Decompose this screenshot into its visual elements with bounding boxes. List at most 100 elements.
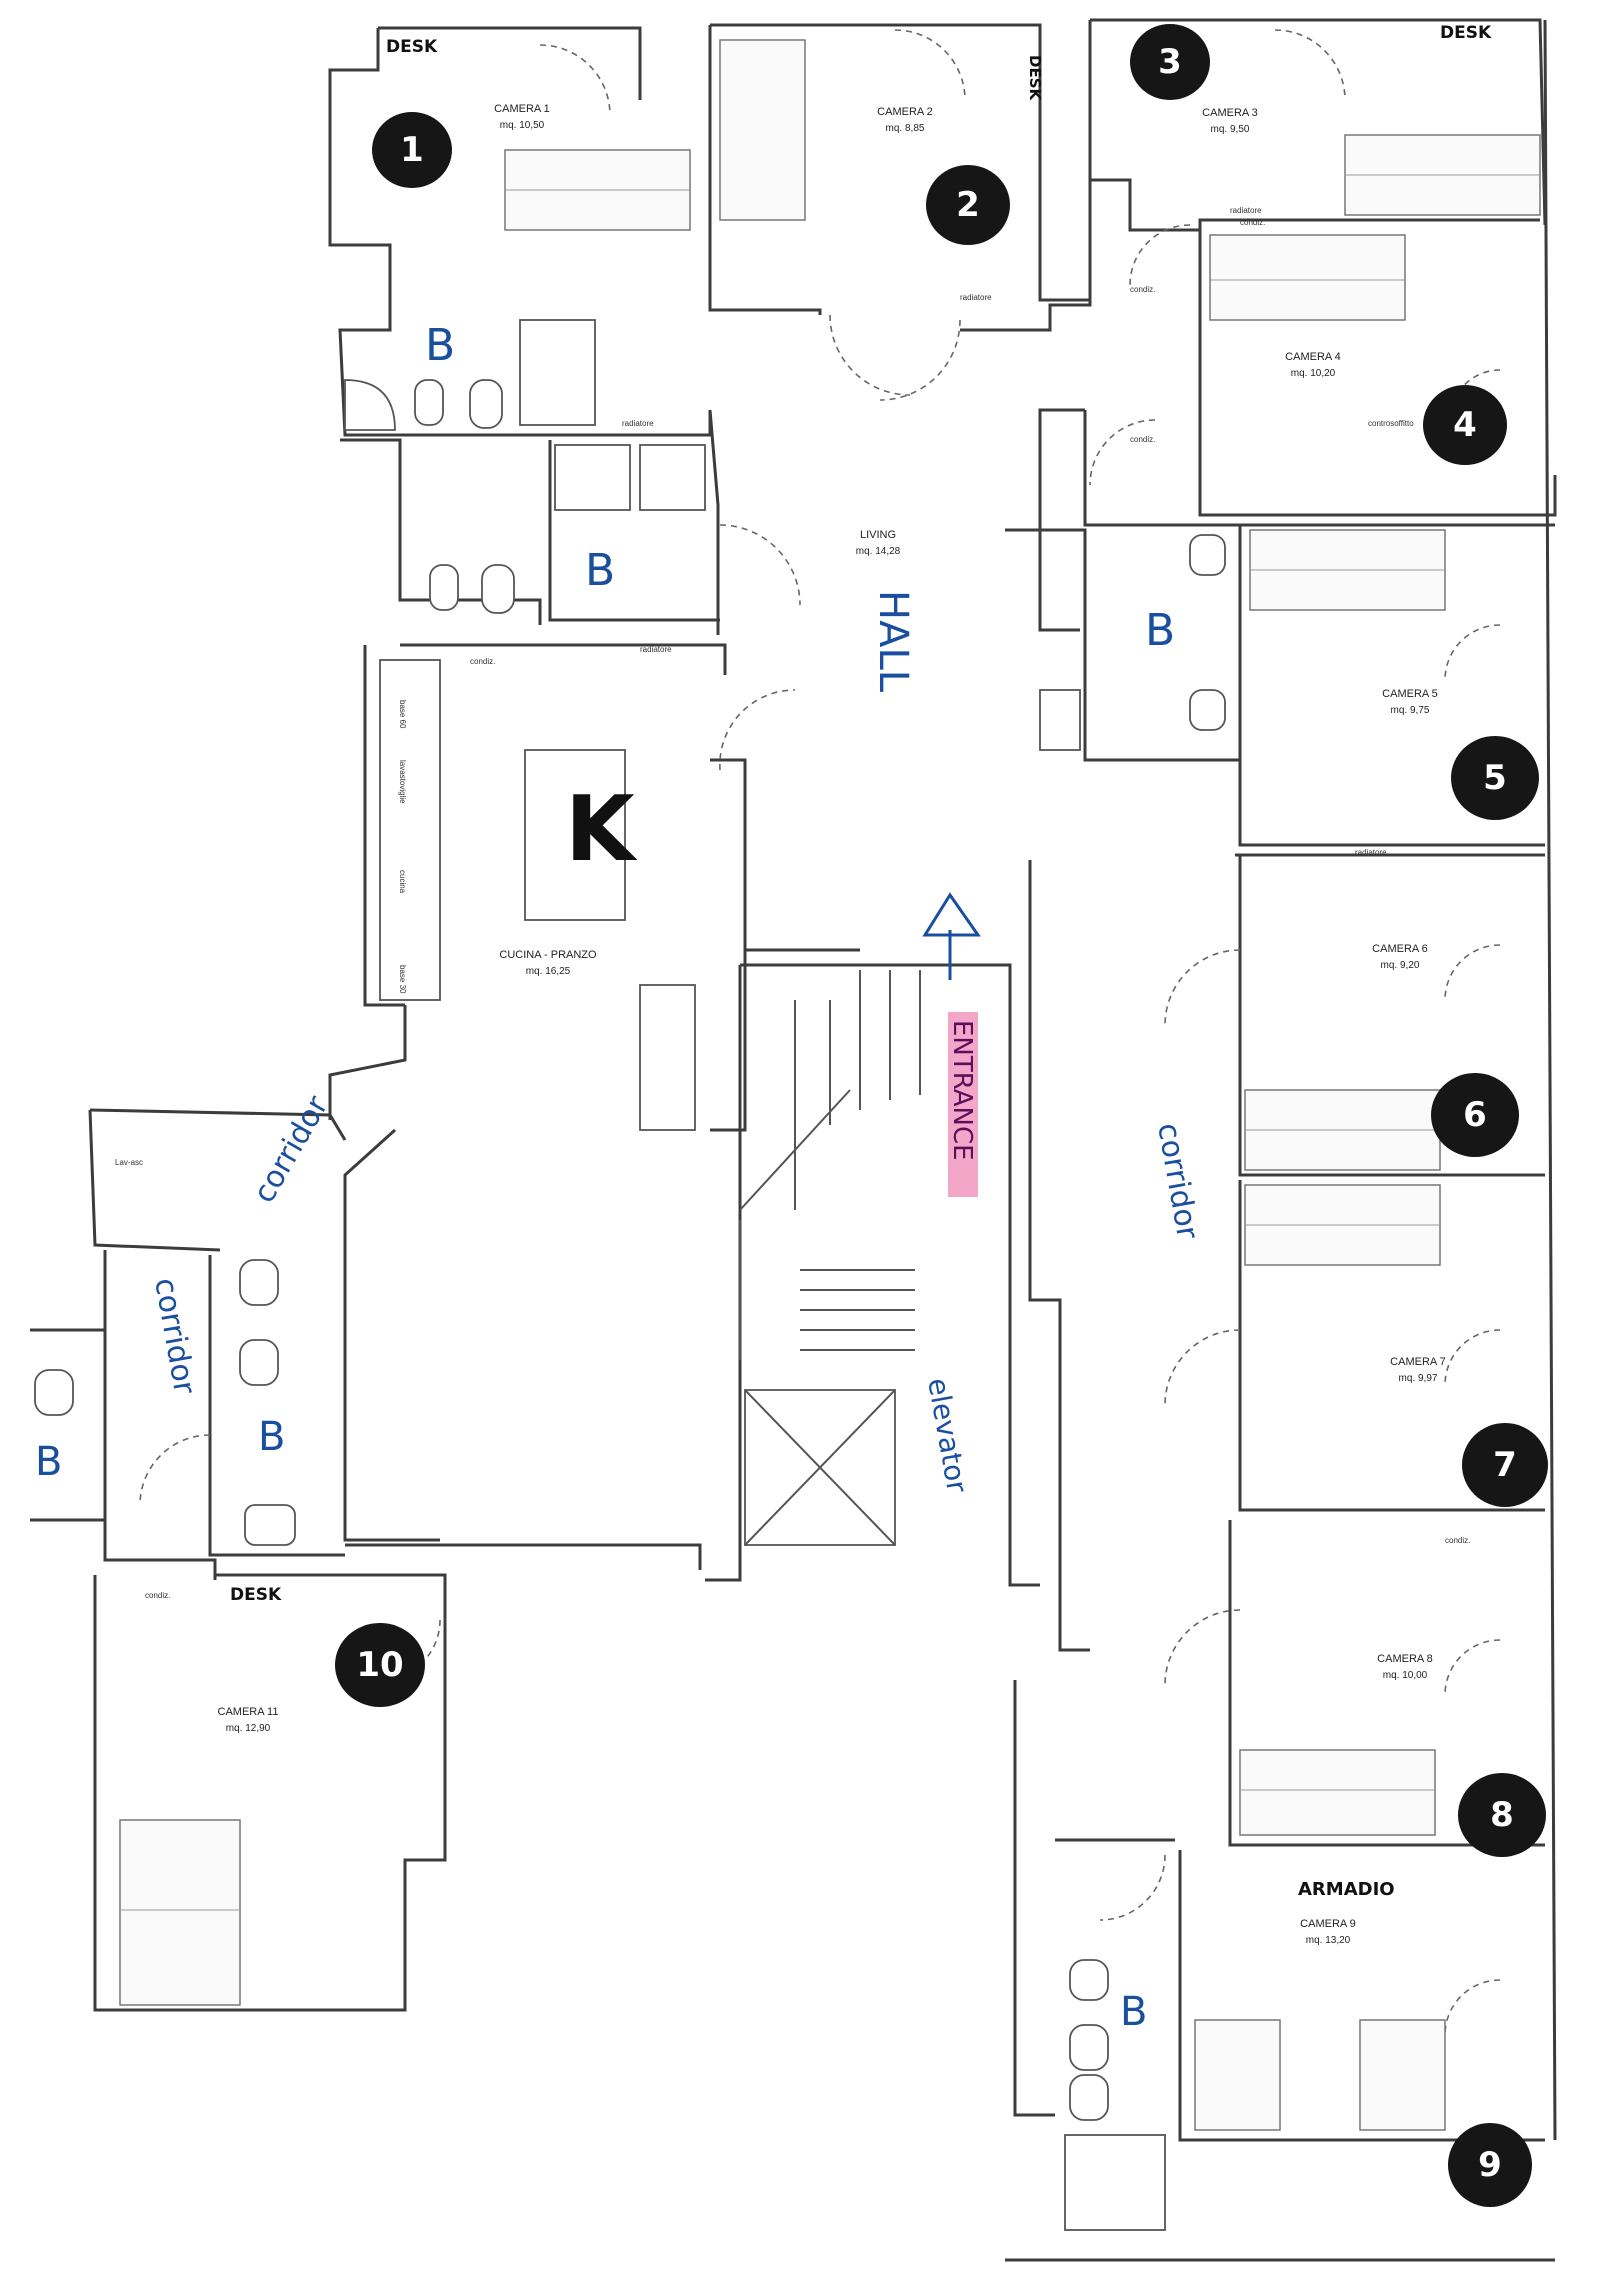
sink xyxy=(244,1504,296,1546)
radiator-label: radiatore xyxy=(640,645,672,654)
room-name-camera-11: CAMERA 11 xyxy=(218,1706,279,1718)
condiz-label: condiz. xyxy=(470,657,495,666)
corridor-note: corridor xyxy=(147,1275,202,1397)
toilet xyxy=(1189,689,1226,731)
room-name-camera-5: CAMERA 5 xyxy=(1382,688,1438,700)
kitchen-counter xyxy=(379,659,441,1001)
room-marker-6: 6 xyxy=(1431,1073,1519,1157)
room-marker-2: 2 xyxy=(926,165,1010,245)
room-area-camera-8: mq. 10,00 xyxy=(1383,1670,1428,1681)
bidet xyxy=(414,379,444,426)
room-marker-5: 5 xyxy=(1451,736,1539,820)
bath-note: B xyxy=(35,1439,62,1485)
svg-text:2: 2 xyxy=(956,185,980,225)
bed-camera-9b xyxy=(1359,2019,1446,2131)
toilet xyxy=(469,379,503,429)
beds xyxy=(119,39,1541,2131)
bath-note: B xyxy=(1120,1989,1147,2035)
entrance-note: ENTRANCE xyxy=(947,1020,977,1161)
condiz-label: condiz. xyxy=(1240,218,1265,227)
bed-camera-4 xyxy=(1209,234,1406,321)
bathtub xyxy=(344,379,396,431)
room-area-camera-6: mq. 9,20 xyxy=(1381,960,1420,971)
room-name-camera-9: CAMERA 9 xyxy=(1300,1918,1356,1930)
room-labels: CAMERA 1 mq. 10,50 CAMERA 2 mq. 8,85 CAM… xyxy=(218,103,1446,1946)
bidet xyxy=(1069,2024,1109,2071)
room-marker-4: 4 xyxy=(1423,385,1507,465)
fixture-labels: radiatore radiatore radiatore radiatore … xyxy=(115,206,1470,1600)
kitchen-fixtures xyxy=(379,659,696,1131)
armadio-note: ARMADIO xyxy=(1298,1879,1395,1900)
shower xyxy=(1039,689,1081,751)
room-marker-10: 10 xyxy=(335,1623,425,1707)
cucina-label: cucina xyxy=(398,870,407,894)
radiator-label: radiatore xyxy=(622,419,654,428)
toilet xyxy=(239,1339,279,1386)
dining-table xyxy=(524,749,626,921)
svg-text:8: 8 xyxy=(1490,1795,1514,1835)
controsoffitto-label: controsoffitto xyxy=(1368,419,1414,428)
svg-text:10: 10 xyxy=(356,1645,403,1685)
bath-note: B xyxy=(1145,605,1175,656)
bath-note: B xyxy=(585,545,615,596)
room-area-camera-9: mq. 13,20 xyxy=(1306,1935,1351,1946)
room-name-camera-6: CAMERA 6 xyxy=(1372,943,1428,955)
radiator-label: radiatore xyxy=(960,293,992,302)
room-area-camera-3: mq. 9,50 xyxy=(1211,124,1250,135)
room-name-camera-2: CAMERA 2 xyxy=(877,106,933,118)
desk-note: DESK xyxy=(1026,55,1044,102)
bed-camera-8 xyxy=(1239,1749,1436,1836)
dining-bench xyxy=(639,984,696,1131)
sink xyxy=(1069,1959,1109,2001)
desk-note: DESK xyxy=(386,37,438,57)
room-name-kitchen: CUCINA - PRANZO xyxy=(499,949,597,961)
bed-camera-11 xyxy=(119,1819,241,2006)
room-area-camera-11: mq. 12,90 xyxy=(226,1723,271,1734)
elevator-note: elevator xyxy=(921,1375,974,1495)
room-area-camera-2: mq. 8,85 xyxy=(886,123,925,134)
stairs-and-elevator xyxy=(739,970,921,1546)
room-area-living: mq. 14,28 xyxy=(856,546,901,557)
toilet xyxy=(1069,2074,1109,2121)
room-marker-8: 8 xyxy=(1458,1773,1546,1857)
corridor-note: corridor xyxy=(1150,1120,1205,1242)
shower xyxy=(519,319,596,426)
shower xyxy=(1064,2134,1166,2231)
room-area-camera-1: mq. 10,50 xyxy=(500,120,545,131)
bathroom-fixtures xyxy=(34,319,1226,2231)
room-marker-9: 9 xyxy=(1448,2123,1532,2207)
room-markers: 1 2 3 4 5 6 7 8 9 10 xyxy=(335,24,1548,2207)
svg-text:9: 9 xyxy=(1478,2145,1502,2185)
room-area-camera-7: mq. 9,97 xyxy=(1399,1373,1438,1384)
radiator-label: radiatore xyxy=(1355,848,1387,857)
corridor-note: corridor xyxy=(247,1090,336,1209)
svg-text:6: 6 xyxy=(1463,1095,1487,1135)
sink xyxy=(1189,534,1226,576)
svg-text:5: 5 xyxy=(1483,758,1507,798)
entrance-arrow-head xyxy=(922,892,981,937)
svg-text:3: 3 xyxy=(1158,42,1182,82)
room-marker-3: 3 xyxy=(1130,24,1210,100)
room-area-kitchen: mq. 16,25 xyxy=(526,966,571,977)
desk-note: DESK xyxy=(1440,23,1492,43)
hall-note: HALL xyxy=(870,590,916,693)
lavasc-label: Lav-asc xyxy=(115,1158,143,1167)
toilet xyxy=(429,564,459,611)
base-30-label: base 30 xyxy=(398,965,407,994)
room-area-camera-4: mq. 10,20 xyxy=(1291,368,1336,379)
bath-note: B xyxy=(425,320,455,371)
room-name-camera-7: CAMERA 7 xyxy=(1390,1356,1446,1368)
room-name-camera-8: CAMERA 8 xyxy=(1377,1653,1433,1665)
bed-camera-9a xyxy=(1194,2019,1281,2131)
kitchen-note: K xyxy=(565,777,638,882)
bidet xyxy=(481,564,515,614)
room-area-camera-5: mq. 9,75 xyxy=(1391,705,1430,716)
room-name-camera-1: CAMERA 1 xyxy=(494,103,550,115)
svg-text:7: 7 xyxy=(1493,1445,1517,1485)
sink-counter xyxy=(639,444,706,511)
room-name-camera-4: CAMERA 4 xyxy=(1285,351,1341,363)
room-marker-1: 1 xyxy=(372,112,452,188)
shower xyxy=(554,444,631,511)
desk-note: DESK xyxy=(230,1585,282,1605)
